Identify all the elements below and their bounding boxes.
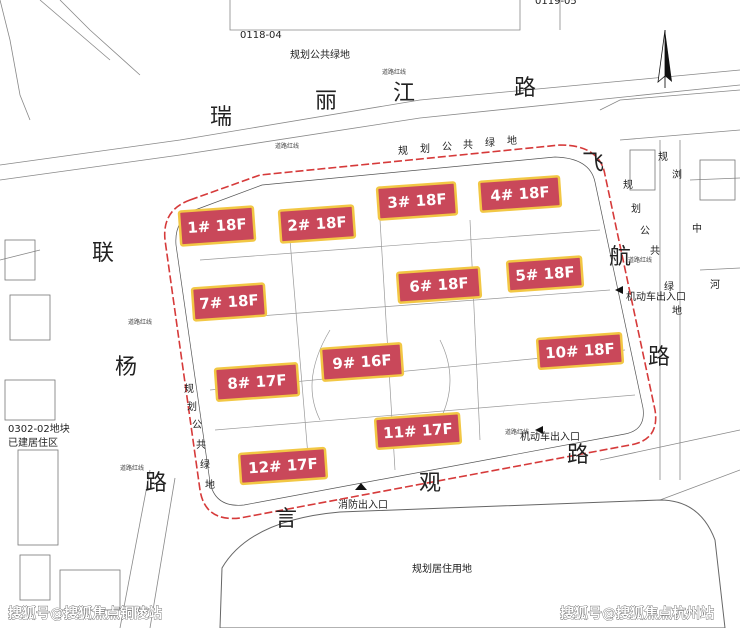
svg-text:绿: 绿 — [200, 458, 210, 471]
svg-text:公: 公 — [192, 420, 202, 431]
building-4-label: 4# 18F — [490, 183, 550, 205]
svg-text:路: 路 — [145, 471, 167, 496]
svg-text:绿: 绿 — [485, 136, 495, 149]
redline-label-2: 道路红线 — [275, 142, 299, 150]
building-8[interactable]: 8# 17F — [213, 362, 301, 402]
svg-text:地: 地 — [205, 478, 215, 491]
parcel-left-status: 已建居住区 — [8, 436, 58, 449]
building-3-label: 3# 18F — [387, 190, 447, 212]
svg-text:杨: 杨 — [115, 355, 137, 380]
svg-text:规: 规 — [184, 382, 194, 395]
building-9[interactable]: 9# 16F — [319, 342, 405, 382]
svg-text:言: 言 — [275, 507, 297, 532]
building-6-label: 6# 18F — [409, 274, 469, 296]
svg-text:共: 共 — [650, 245, 660, 257]
parcel-left-code: 0302-02地块 — [8, 422, 70, 435]
road-west: 联 杨 路 — [92, 241, 167, 496]
svg-text:公: 公 — [442, 142, 452, 153]
parcel-code-top-right: 0119-05 — [535, 0, 577, 7]
building-1[interactable]: 1# 18F — [177, 205, 257, 247]
building-7-label: 7# 18F — [199, 291, 259, 313]
svg-text:消防出入口: 消防出入口 — [338, 498, 388, 511]
north-inner-green: 规 划 公 共 绿 地 — [398, 134, 517, 157]
svg-text:路: 路 — [648, 345, 670, 370]
svg-text:规: 规 — [398, 144, 408, 157]
west-inner-green: 规 划 公 共 绿 地 — [184, 382, 215, 491]
building-1-label: 1# 18F — [187, 215, 247, 237]
svg-text:观: 观 — [419, 471, 441, 496]
svg-text:绿: 绿 — [664, 280, 674, 293]
svg-text:划: 划 — [631, 202, 641, 215]
svg-text:飞: 飞 — [582, 151, 604, 176]
building-10-label: 10# 18F — [545, 340, 616, 363]
watermark-left: 搜狐号@搜狐焦点铜陵站 — [8, 605, 162, 622]
svg-text:公: 公 — [640, 226, 650, 237]
parcel-bottom-use: 规划居住用地 — [412, 562, 472, 575]
svg-text:划: 划 — [420, 142, 430, 155]
svg-text:瑞: 瑞 — [210, 105, 232, 130]
river-text: 规 浏 中 河 — [658, 150, 720, 291]
building-10[interactable]: 10# 18F — [535, 331, 625, 371]
north-arrow-icon — [657, 29, 672, 88]
east-vehicle-entrance: 机动车出入口 — [615, 286, 686, 303]
svg-text:机动车出入口: 机动车出入口 — [626, 290, 686, 303]
parcel-top-green: 规划公共绿地 — [290, 48, 350, 61]
svg-text:共: 共 — [463, 139, 473, 151]
svg-text:地: 地 — [672, 304, 682, 317]
svg-text:路: 路 — [567, 443, 589, 468]
road-east: 飞 航 路 — [582, 151, 670, 370]
svg-text:机动车出入口: 机动车出入口 — [520, 430, 580, 443]
site-inner-line — [175, 156, 644, 506]
south-vehicle-entrance: 机动车出入口 — [520, 426, 580, 443]
building-6[interactable]: 6# 18F — [395, 266, 483, 304]
parcel-code-top: 0118-04 — [240, 30, 282, 41]
road-south: 言 观 路 — [275, 443, 589, 532]
buildings: 1# 18F 2# 18F 3# 18F 4# 18F 5# 18F 6# 18… — [177, 175, 625, 486]
building-2-label: 2# 18F — [287, 213, 347, 235]
building-4[interactable]: 4# 18F — [477, 175, 563, 213]
redline-label-3: 道路红线 — [128, 318, 152, 326]
svg-text:划: 划 — [187, 400, 197, 413]
redline-label-6: 道路红线 — [628, 256, 652, 264]
svg-text:联: 联 — [92, 241, 114, 266]
building-11[interactable]: 11# 17F — [373, 411, 463, 451]
svg-text:规: 规 — [623, 178, 633, 191]
building-5-label: 5# 18F — [515, 263, 575, 285]
svg-text:浏: 浏 — [672, 168, 682, 181]
east-green-text: 规 划 公 共 绿 地 — [623, 178, 682, 317]
building-12[interactable]: 12# 17F — [237, 446, 329, 486]
building-2[interactable]: 2# 18F — [277, 204, 357, 244]
building-11-label: 11# 17F — [383, 420, 454, 443]
building-8-label: 8# 17F — [227, 371, 287, 393]
svg-text:共: 共 — [196, 439, 206, 451]
existing-buildings-left — [4, 149, 736, 611]
building-3[interactable]: 3# 18F — [375, 181, 459, 221]
site-redline — [163, 144, 657, 520]
svg-text:规: 规 — [658, 150, 668, 163]
building-7[interactable]: 7# 18F — [190, 282, 268, 322]
fire-entrance: 消防出入口 — [338, 483, 388, 511]
building-5[interactable]: 5# 18F — [505, 255, 585, 293]
redline-label-4: 道路红线 — [120, 464, 144, 472]
building-9-label: 9# 16F — [332, 351, 392, 373]
svg-text:地: 地 — [507, 134, 517, 147]
svg-text:河: 河 — [710, 279, 720, 291]
redline-label-1: 道路红线 — [382, 68, 406, 76]
svg-text:航: 航 — [609, 245, 631, 270]
svg-text:江: 江 — [393, 81, 415, 106]
redline-label-5: 道路红线 — [505, 428, 529, 436]
south-plot-outline — [219, 499, 726, 628]
watermark-right: 搜狐号@搜狐焦点杭州站 — [560, 605, 714, 622]
svg-text:中: 中 — [692, 222, 702, 235]
road-north: 瑞 丽 江 路 — [210, 76, 536, 130]
svg-text:路: 路 — [514, 76, 536, 101]
svg-text:丽: 丽 — [315, 89, 337, 114]
building-12-label: 12# 17F — [248, 455, 319, 478]
